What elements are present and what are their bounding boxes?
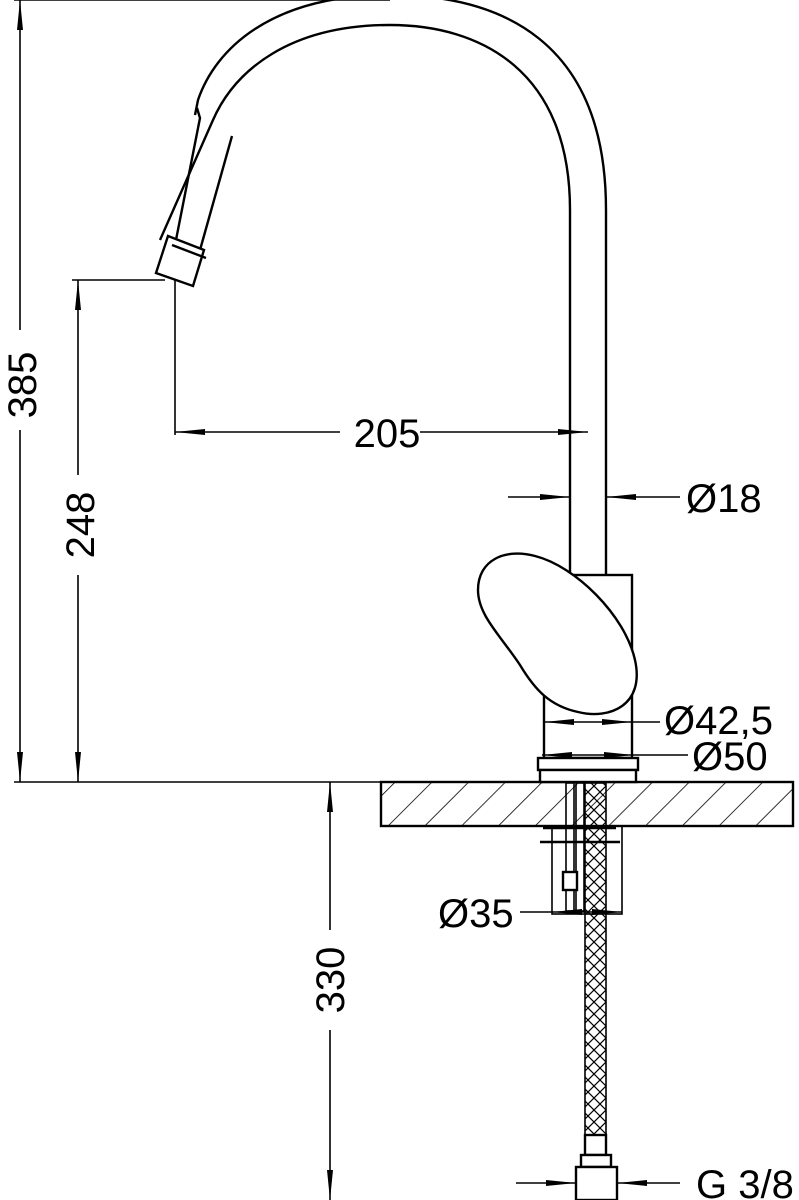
spout-height-label: 248 (59, 492, 103, 559)
base-diameter-label: Ø50 (692, 735, 768, 779)
spout-reach-label: 205 (354, 412, 421, 456)
total-height-label: 385 (1, 352, 45, 419)
spout (154, 0, 608, 575)
body-diameter-label: Ø42,5 (664, 699, 773, 743)
spout-diameter-label: Ø18 (686, 477, 762, 521)
dimension-shank-diameter: Ø35 (438, 892, 622, 936)
shank-diameter-label: Ø35 (438, 892, 514, 936)
dimension-body-diameter: Ø42,5 (544, 699, 773, 743)
connection-label: G 3/8 (696, 1163, 794, 1200)
faucet-body (476, 552, 640, 784)
flex-hose (574, 782, 619, 1200)
dimension-base-diameter: Ø50 (542, 735, 768, 779)
dimension-spout-height: 248 (59, 279, 165, 782)
hose-length-label: 330 (309, 947, 353, 1014)
dimension-spout-reach: 205 (174, 280, 588, 456)
dimension-connection: G 3/8 (516, 1163, 794, 1200)
dimension-hose-length: 330 (309, 782, 353, 1200)
dimension-total-height: 385 (1, 0, 540, 783)
dimension-spout-diameter: Ø18 (508, 477, 762, 521)
